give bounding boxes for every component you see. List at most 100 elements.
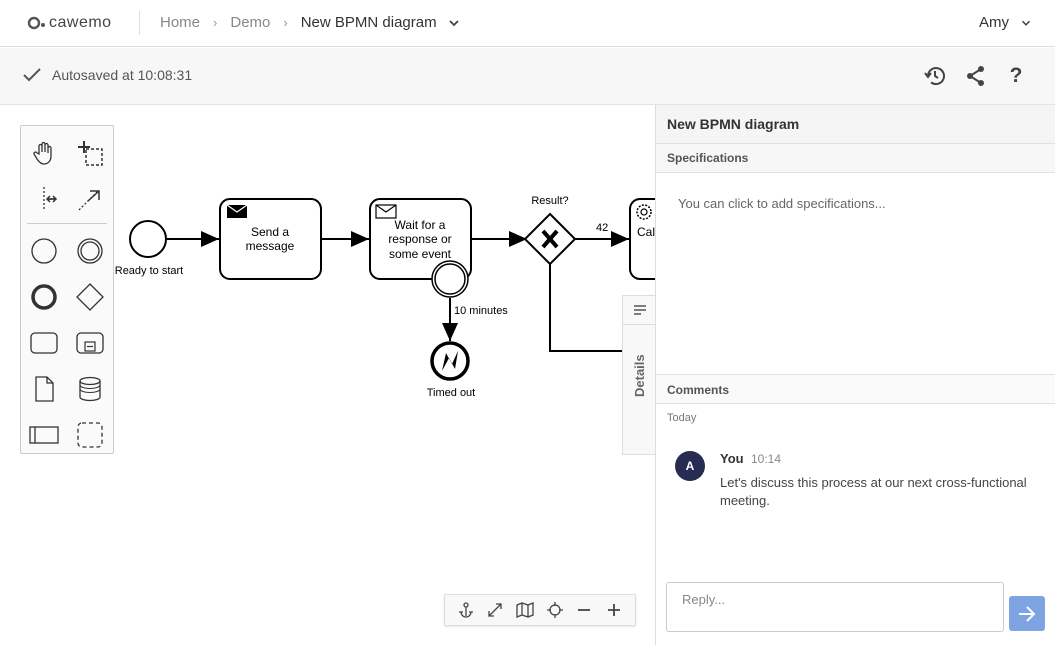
lasso-tool[interactable] (74, 137, 106, 169)
breadcrumb-diagram: New BPMN diagram (300, 14, 437, 31)
boundary-timer-event[interactable]: 10 minutes (431, 260, 508, 317)
fullscreen-button[interactable] (484, 599, 506, 621)
create-end-event[interactable] (28, 281, 60, 313)
help-button[interactable]: ? (1003, 63, 1029, 89)
cawemo-logo[interactable]: cawemo (27, 14, 112, 32)
comment-author: You (720, 451, 744, 466)
pool-icon (29, 426, 59, 444)
zoom-out-button[interactable] (573, 599, 595, 621)
sequence-flows (167, 231, 640, 352)
intermediate-event-icon (77, 238, 103, 264)
breadcrumb-separator-icon: › (213, 15, 218, 30)
breadcrumb-home[interactable]: Home (160, 14, 201, 31)
hand-tool[interactable] (28, 137, 60, 169)
gateway-label: Result? (531, 195, 568, 207)
avatar: A (675, 451, 705, 481)
diagram-toolbar: Autosaved at 10:08:31 ? (0, 48, 1055, 105)
group-icon (77, 422, 103, 448)
reply-input[interactable] (666, 582, 1004, 632)
create-group[interactable] (74, 419, 106, 451)
autosave-status: Autosaved at 10:08:31 (22, 67, 192, 83)
start-event[interactable]: Ready to start (115, 220, 183, 277)
lasso-tool-icon (78, 141, 103, 166)
breadcrumb-separator-icon: › (283, 15, 288, 30)
receive-task[interactable]: Wait for a response or some event (369, 198, 472, 280)
specifications-placeholder: You can click to add specifications... (678, 196, 886, 211)
flow-label-42: 42 (596, 222, 608, 234)
breadcrumb: Home › Demo › New BPMN diagram (160, 14, 462, 31)
share-button[interactable] (963, 63, 989, 89)
arrow-right-icon (1019, 605, 1036, 622)
autosave-text: Autosaved at 10:08:31 (52, 67, 193, 83)
share-icon (967, 66, 984, 86)
create-intermediate-event[interactable] (74, 235, 106, 267)
timer-label: 10 minutes (454, 305, 508, 317)
logo-mark-icon (27, 16, 45, 30)
diagram-side-panel: New BPMN diagram Specifications You can … (655, 105, 1055, 645)
exclusive-gateway[interactable]: Result? 42 (523, 195, 608, 266)
task-icon (30, 332, 58, 354)
space-tool[interactable] (28, 183, 60, 215)
chevron-down-icon (1021, 20, 1031, 26)
send-task-label-line-1: Send a (251, 225, 289, 239)
header-divider (139, 11, 140, 35)
minimap-button[interactable] (514, 599, 536, 621)
end-error-event[interactable]: Timed out (427, 341, 476, 399)
breadcrumb-project[interactable]: Demo (230, 14, 271, 31)
start-event-icon (31, 238, 57, 264)
create-data-store[interactable] (74, 373, 106, 405)
plus-icon (608, 604, 621, 616)
end-event-label: Timed out (427, 387, 476, 399)
minus-icon (578, 609, 591, 611)
anchor-button[interactable] (455, 599, 477, 621)
text-lines-icon (634, 305, 646, 315)
create-task[interactable] (28, 327, 60, 359)
hand-tool-icon (33, 141, 52, 165)
subprocess-icon (76, 332, 104, 354)
error-lightning-icon (442, 351, 458, 371)
envelope-filled-icon (226, 204, 248, 218)
anchor-icon (458, 602, 473, 618)
details-divider (623, 324, 656, 325)
history-button[interactable] (922, 63, 948, 89)
service-task[interactable]: Cal (629, 198, 656, 280)
panel-title: New BPMN diagram (656, 105, 1055, 144)
data-store-icon (79, 376, 101, 402)
checkmark-icon (23, 68, 41, 82)
envelope-outline-icon (375, 204, 397, 219)
start-event-label: Ready to start (115, 265, 183, 277)
specifications-editor[interactable]: You can click to add specifications... (656, 173, 1055, 375)
space-tool-icon (43, 187, 58, 211)
send-task[interactable]: Send a message (219, 198, 322, 280)
crosshair-icon (546, 602, 563, 618)
end-event-icon (31, 284, 57, 310)
canvas-controls (444, 594, 636, 626)
create-gateway[interactable] (74, 281, 106, 313)
create-data-object[interactable] (28, 373, 60, 405)
diagram-menu-chevron-down-icon[interactable] (446, 15, 462, 31)
details-label: Details (632, 354, 647, 398)
map-icon (516, 602, 534, 618)
top-navigation-bar: cawemo Home › Demo › New BPMN diagram Am… (0, 0, 1055, 47)
details-panel-toggle[interactable]: Details (622, 295, 656, 455)
create-pool[interactable] (28, 419, 60, 451)
send-reply-button[interactable] (1009, 596, 1045, 631)
receive-task-label-line-3: some event (389, 247, 452, 261)
global-connect-tool[interactable] (74, 183, 106, 215)
tool-palette (20, 125, 114, 454)
zoom-in-button[interactable] (603, 599, 625, 621)
diagram-canvas[interactable]: Ready to start Send a message Wait for a… (0, 105, 656, 645)
gateway-x-icon (541, 229, 559, 249)
user-menu[interactable]: Amy (979, 14, 1033, 31)
gear-icon (636, 204, 652, 220)
create-start-event[interactable] (28, 235, 60, 267)
comment-item: A You 10:14 Let's discuss this process a… (656, 437, 1055, 547)
reset-zoom-button[interactable] (544, 599, 566, 621)
receive-task-label-line-2: response or (388, 232, 451, 246)
service-task-label: Cal (637, 225, 655, 239)
send-task-label-line-2: message (246, 239, 295, 253)
user-name: Amy (979, 14, 1009, 31)
create-subprocess[interactable] (74, 327, 106, 359)
connect-arrow-icon (78, 190, 100, 211)
comments-header: Comments (656, 375, 1055, 404)
